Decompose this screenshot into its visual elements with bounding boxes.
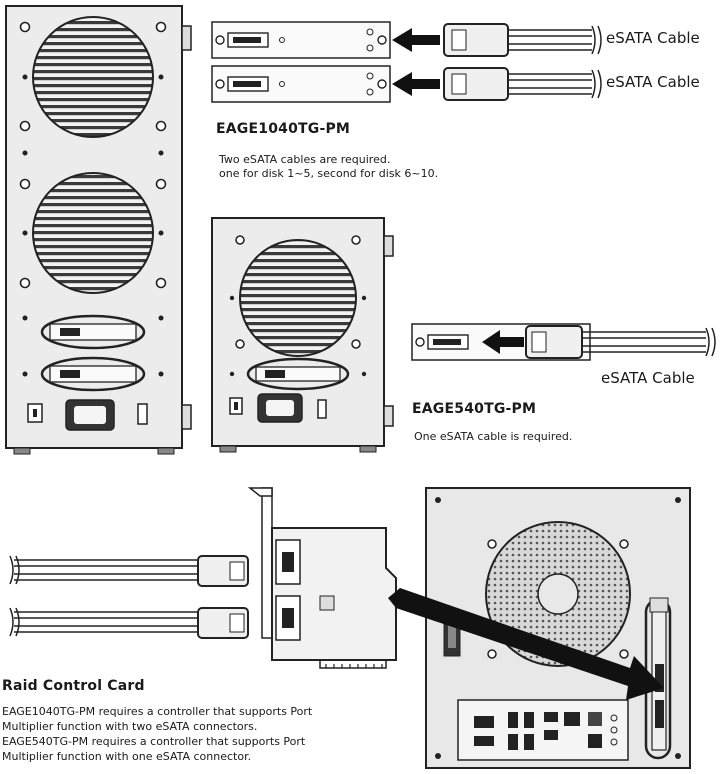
esata-cable-label: eSATA Cable bbox=[606, 29, 700, 47]
esata-cable-connector bbox=[9, 555, 249, 587]
fan-icon bbox=[32, 172, 154, 294]
eage540-note: One eSATA cable is required. bbox=[414, 430, 573, 443]
fan-icon bbox=[239, 239, 357, 357]
esata-cable-label: eSATA Cable bbox=[601, 369, 695, 387]
eage540-tower bbox=[211, 217, 394, 453]
raid-line4: Multiplier function with one eSATA conne… bbox=[2, 750, 252, 763]
arrow-left-icon bbox=[482, 330, 524, 354]
raid-line1: EAGE1040TG-PM requires a controller that… bbox=[2, 705, 313, 718]
esata-cable-connector bbox=[443, 23, 602, 57]
raid-line3: EAGE540TG-PM requires a controller that … bbox=[2, 735, 306, 748]
esata-cable-connector bbox=[525, 325, 716, 359]
esata-cable-connector bbox=[9, 607, 249, 639]
eage1040-port-plate-1 bbox=[211, 21, 391, 59]
fan-icon bbox=[485, 521, 631, 667]
arrow-left-icon bbox=[392, 72, 440, 96]
eage1040-port-plate-2 bbox=[211, 65, 391, 103]
arrow-right-icon bbox=[388, 588, 664, 700]
esata-cable-connector bbox=[443, 67, 602, 101]
raid-title: Raid Control Card bbox=[2, 678, 145, 694]
raid-line2: Multiplier function with two eSATA conne… bbox=[2, 720, 258, 733]
esata-cable-label: eSATA Cable bbox=[606, 73, 700, 91]
eage540-title: EAGE540TG-PM bbox=[412, 401, 537, 417]
eage1040-note-line2: one for disk 1~5, second for disk 6~10. bbox=[219, 167, 439, 180]
arrow-left-icon bbox=[392, 28, 440, 52]
eage1040-note-line1: Two eSATA cables are required. bbox=[219, 153, 391, 166]
raid-control-card bbox=[247, 487, 397, 669]
eage1040-title: EAGE1040TG-PM bbox=[216, 121, 351, 137]
fan-icon bbox=[32, 16, 154, 138]
eage1040-tower bbox=[5, 5, 192, 455]
